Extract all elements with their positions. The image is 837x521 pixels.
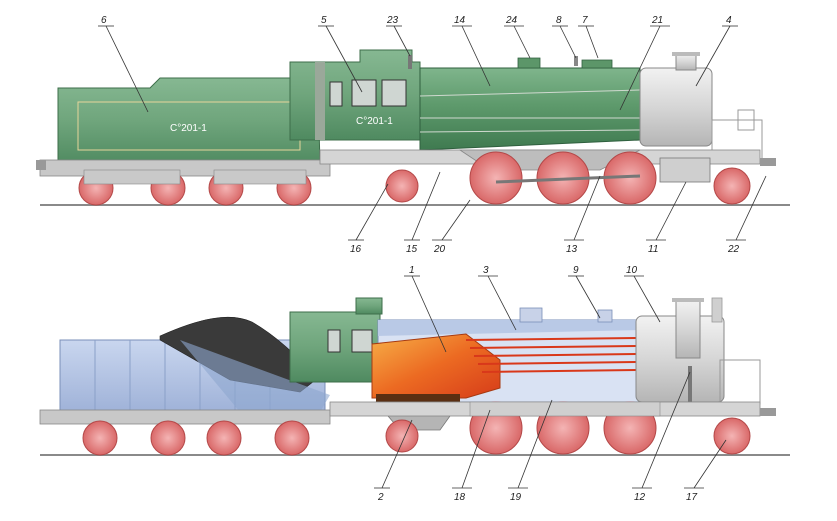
cab-number-plate: С°201-1	[356, 116, 393, 127]
fire-tubes	[465, 337, 637, 373]
tender-wheel	[274, 420, 310, 456]
top-locomotive-view: С°201-1 С°201-1	[36, 15, 790, 255]
cab-window-front	[381, 79, 407, 107]
callout-number: 11	[648, 244, 658, 255]
leading-wheel	[713, 417, 751, 455]
callout-number: 8	[556, 15, 562, 26]
callout-number: 15	[406, 244, 418, 255]
callout-number: 7	[582, 15, 588, 26]
bottom-locomotive-cutaway: 1 3 9 10 2 18 19 12 17	[39, 265, 790, 503]
callout-number: 22	[727, 244, 740, 255]
callout-number: 23	[386, 15, 399, 26]
top-wheels	[78, 151, 751, 206]
tender-wheel	[82, 420, 118, 456]
callout-number: 9	[573, 265, 579, 276]
callout-number: 24	[505, 15, 518, 26]
cab-window-left	[329, 81, 343, 107]
callout-number: 4	[726, 15, 732, 26]
callout-number: 3	[483, 265, 489, 276]
callout-number: 20	[433, 244, 446, 255]
top-boiler	[419, 56, 641, 151]
callout-number: 14	[454, 15, 466, 26]
callout-number: 18	[454, 492, 466, 503]
top-tender: С°201-1	[36, 77, 331, 177]
leading-wheel	[713, 167, 751, 205]
top-cab: С°201-1	[289, 49, 421, 141]
callout-number: 6	[101, 15, 107, 26]
callout-number: 10	[626, 265, 638, 276]
callout-number: 2	[377, 492, 384, 503]
top-callout-numbers: 6 5 23 14 24 8 7 21 4 16 15 20 13 11 22	[101, 15, 740, 255]
callout-number: 5	[321, 15, 327, 26]
callout-number: 16	[350, 244, 362, 255]
callout-number: 17	[686, 492, 698, 503]
callout-number: 13	[566, 244, 578, 255]
fire-grate	[376, 394, 460, 402]
tender-wheel	[150, 420, 186, 456]
bottom-smokebox	[635, 297, 761, 405]
cab-window	[351, 79, 377, 107]
bottom-cab	[289, 297, 383, 383]
callout-number: 19	[510, 492, 522, 503]
bottom-callout-numbers: 1 3 9 10 2 18 19 12 17	[377, 265, 698, 503]
firebox	[371, 333, 501, 399]
top-leader-lines	[98, 25, 767, 241]
bottom-leader-lines	[374, 275, 727, 489]
driving-wheel	[469, 151, 523, 205]
tender-number-plate: С°201-1	[170, 123, 207, 134]
trailing-wheel	[385, 169, 419, 203]
callout-number: 12	[634, 492, 646, 503]
callout-number: 1	[409, 265, 415, 276]
bottom-boiler	[371, 307, 641, 431]
top-smokebox	[639, 52, 763, 161]
trailing-wheel	[385, 419, 419, 453]
tender-wheel	[206, 420, 242, 456]
bottom-tender	[39, 316, 331, 425]
callout-number: 21	[651, 15, 663, 26]
